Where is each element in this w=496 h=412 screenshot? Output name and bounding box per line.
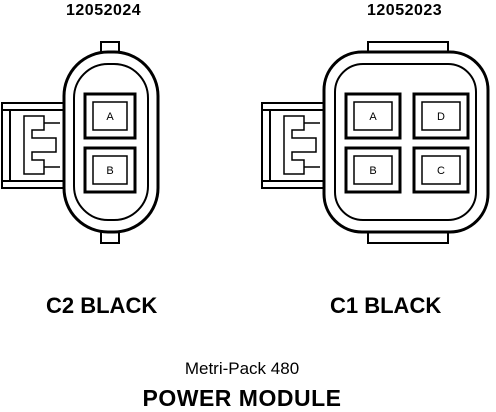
c1-cavity-b [344,146,402,194]
c2-lock-tab [1,102,69,189]
c2-cavity-a [83,92,137,140]
c2-cavity-b [83,146,137,194]
c1-cavity-d [412,92,470,140]
c1-terminal-c [421,155,461,185]
c2-inner-wall [73,63,149,221]
c1-connector [261,41,490,244]
c1-pin-b-label: B [369,165,376,177]
c2-body [62,50,160,234]
c2-terminal-b [92,155,128,185]
c1-terminal-d [421,101,461,131]
c1-terminal-b [353,155,393,185]
c1-pin-d-label: D [437,111,445,123]
connector-series: Metri-Pack 480 [184,359,300,378]
c1-inner-wall [334,63,477,221]
c1-cavity-a [344,92,402,140]
module-title: POWER MODULE [142,385,342,411]
c1-pin-a-label: A [369,111,377,123]
c2-terminal-a [92,101,128,131]
c1-pin-c-label: C [437,165,445,177]
c1-body [322,50,490,234]
c1-terminal-a [353,101,393,131]
c2-pin-b-label: B [106,165,113,177]
c2-connector [1,41,160,244]
c1-part-number: 12052023 [367,2,443,19]
c1-connector-label: C1 BLACK [330,293,442,318]
c2-connector-label: C2 BLACK [46,293,158,318]
c2-pin-a-label: A [106,111,114,123]
c2-part-number: 12052024 [66,2,142,19]
c1-cavity-c [412,146,470,194]
c1-lock-tab [261,102,333,189]
